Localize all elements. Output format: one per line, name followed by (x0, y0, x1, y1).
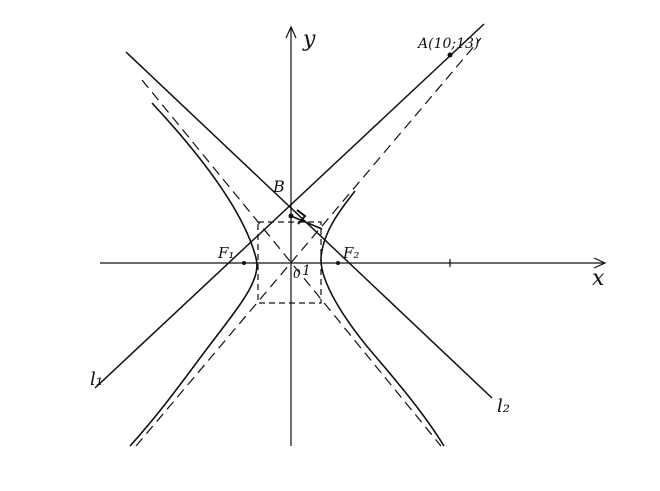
asymptote-1 (135, 37, 482, 447)
y-axis-arrow (285, 25, 297, 39)
focus-2-label: F₂ (342, 244, 359, 262)
asymptotes (135, 37, 482, 447)
y-axis-label: y (302, 27, 316, 52)
point-a-label: A(10;13) (416, 36, 479, 52)
hyperbola-left-branch (129, 102, 258, 447)
hyperbola (129, 102, 445, 447)
x-axis-label: x (592, 266, 605, 291)
focus-2-dot (336, 261, 340, 265)
point-b-label: B (272, 177, 285, 196)
origin-label: 0 (293, 267, 301, 281)
line-l2 (125, 51, 493, 399)
line-l2-label: l₂ (497, 396, 510, 417)
hyperbola-right-branch (320, 190, 445, 447)
point-a-dot (447, 52, 453, 58)
x-axis-arrow (593, 257, 607, 269)
focus-1-dot (242, 261, 246, 265)
asymptote-2 (141, 79, 442, 447)
line-l1-label: l₁ (90, 369, 103, 390)
solid-lines (94, 23, 493, 399)
perpendicular-segment (290, 215, 323, 230)
unit-label: 1 (302, 263, 311, 279)
point-b-dot (288, 213, 294, 219)
coordinate-axes (100, 25, 607, 446)
right-angle-marker (296, 209, 307, 225)
focus-1-label: F₁ (217, 244, 234, 262)
